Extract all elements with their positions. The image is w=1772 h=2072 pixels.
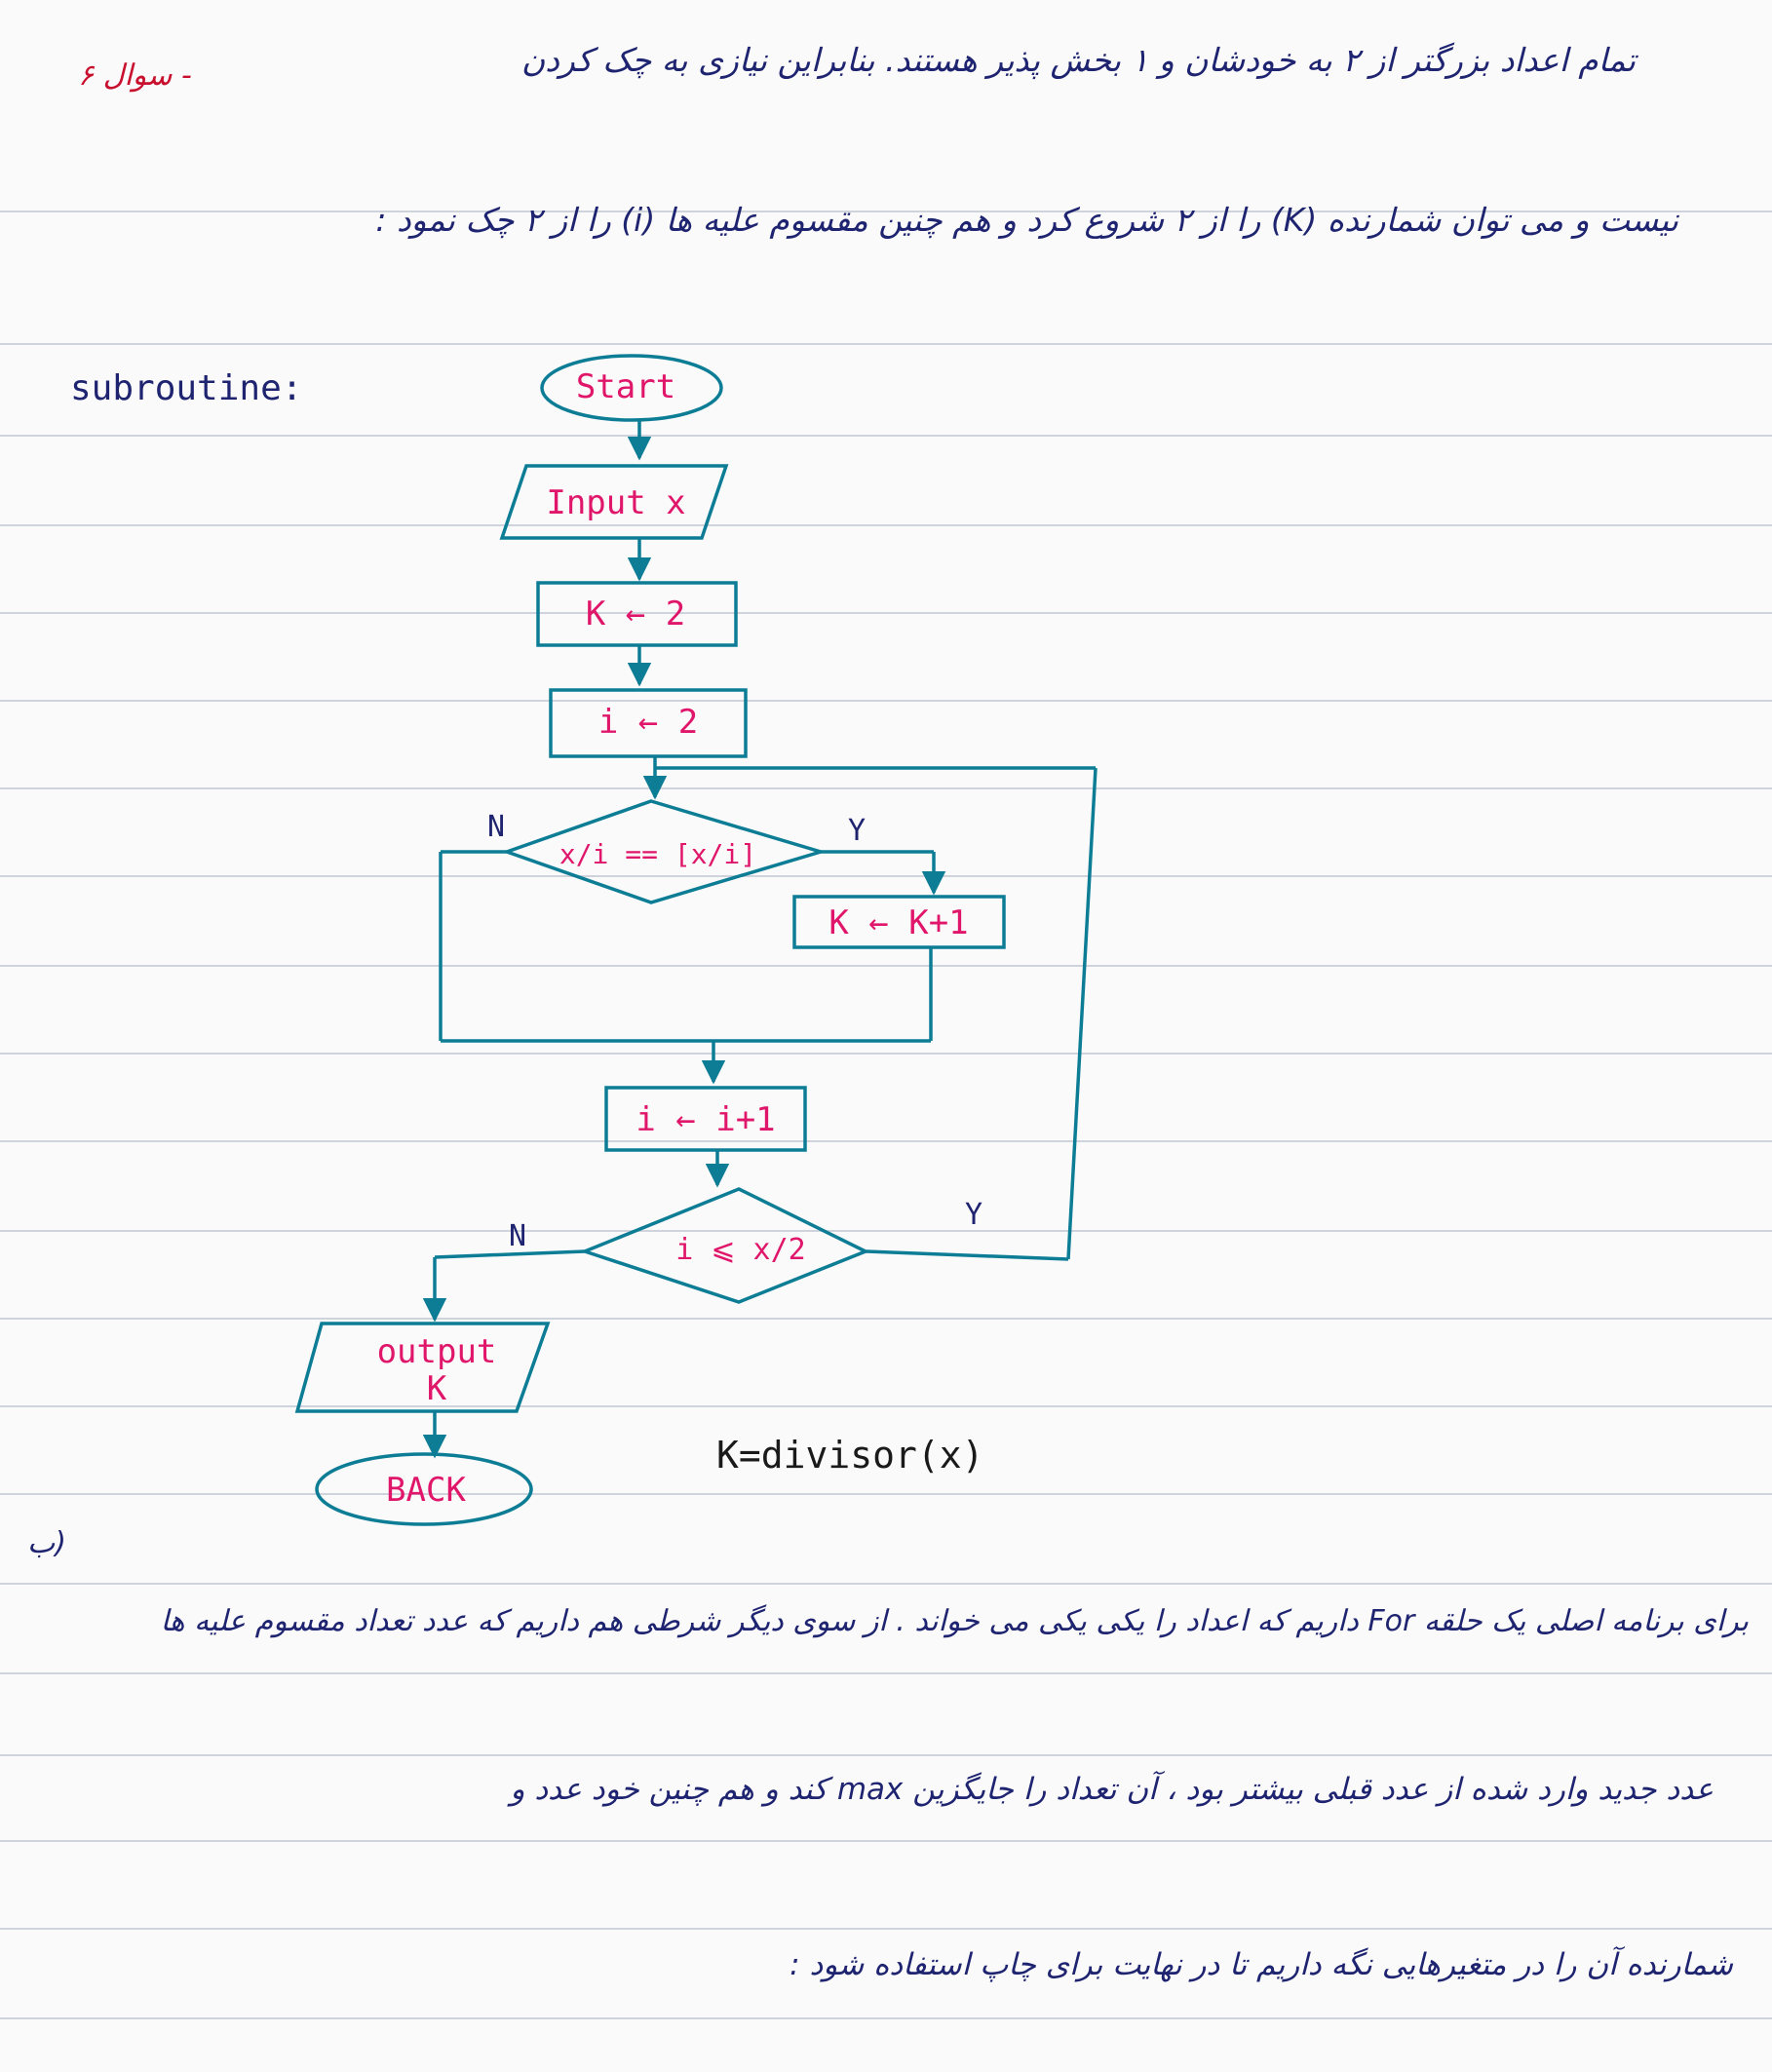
ruled-line bbox=[0, 612, 1772, 614]
ruled-line bbox=[0, 2017, 1772, 2019]
part-b-marker: ب) bbox=[27, 1526, 66, 1560]
init-i-box bbox=[549, 688, 748, 758]
inc-k-label: K ← K+1 bbox=[828, 903, 968, 942]
init-k-label: K ← 2 bbox=[586, 595, 685, 633]
inc-i-label: i ← i+1 bbox=[636, 1100, 775, 1139]
ruled-line bbox=[0, 700, 1772, 702]
no-label-1: N bbox=[487, 810, 505, 844]
ruled-line bbox=[0, 1672, 1772, 1674]
ruled-line bbox=[0, 875, 1772, 877]
ruled-line bbox=[0, 1230, 1772, 1232]
back-terminal bbox=[315, 1452, 533, 1526]
ruled-line bbox=[0, 1053, 1772, 1055]
ruled-line bbox=[0, 787, 1772, 789]
start-terminal bbox=[540, 354, 723, 422]
init-k-box bbox=[536, 581, 738, 647]
input-label: Input x bbox=[546, 483, 685, 522]
condition-1-diamond bbox=[501, 799, 828, 904]
function-call-label: K=divisor(x) bbox=[716, 1434, 984, 1477]
loop-back-line bbox=[865, 1249, 1069, 1261]
header-line-1: تمام اعداد بزرگتر از ۲ به خودشان و ۱ بخش… bbox=[520, 41, 1636, 79]
footer-line-2: عدد جدید وارد شده از عدد قبلی بیشتر بود … bbox=[510, 1772, 1714, 1807]
question-label: سوال ۶ - bbox=[78, 58, 192, 93]
no-label-2: N bbox=[509, 1219, 526, 1253]
ruled-line bbox=[0, 435, 1772, 437]
init-i-label: i ← 2 bbox=[598, 703, 698, 742]
footer-line-3: شمارنده آن را در متغیرهایی نگه داریم تا … bbox=[790, 1947, 1733, 1982]
condition-2-label: i ⩽ x/2 bbox=[675, 1233, 806, 1267]
ruled-line bbox=[0, 524, 1772, 526]
header-line-2: نیست و می توان شمارنده (K) را از ۲ شروع … bbox=[375, 201, 1678, 239]
back-label: BACK bbox=[386, 1471, 466, 1510]
ruled-line bbox=[0, 1583, 1772, 1585]
input-box bbox=[499, 464, 729, 540]
inc-k-box bbox=[792, 895, 1006, 949]
subroutine-label: subroutine: bbox=[70, 368, 303, 408]
ruled-line bbox=[0, 1754, 1772, 1756]
condition-2-diamond bbox=[579, 1187, 870, 1304]
ruled-line bbox=[0, 211, 1772, 212]
ruled-line bbox=[0, 965, 1772, 967]
yes-label-2: Y bbox=[965, 1198, 982, 1232]
ruled-line bbox=[0, 1928, 1772, 1930]
ruled-line bbox=[0, 1840, 1772, 1842]
ruled-line bbox=[0, 1318, 1772, 1320]
footer-line-1: برای برنامه اصلی یک حلقه For داریم که اع… bbox=[160, 1604, 1749, 1638]
ruled-line bbox=[0, 343, 1772, 345]
loop-back-line bbox=[1066, 767, 1098, 1260]
output-label-line-2: K bbox=[427, 1369, 447, 1408]
condition-1-label: x/i == [x/i] bbox=[559, 838, 756, 870]
ruled-line bbox=[0, 1405, 1772, 1407]
yes-label-1: Y bbox=[848, 814, 866, 848]
start-label: Start bbox=[576, 367, 675, 406]
output-label-line-1: output bbox=[377, 1332, 497, 1371]
inc-i-box bbox=[604, 1086, 807, 1152]
ruled-line bbox=[0, 1140, 1772, 1142]
no-branch-line bbox=[434, 1249, 586, 1259]
ruled-line bbox=[0, 1493, 1772, 1495]
output-box bbox=[294, 1322, 551, 1413]
